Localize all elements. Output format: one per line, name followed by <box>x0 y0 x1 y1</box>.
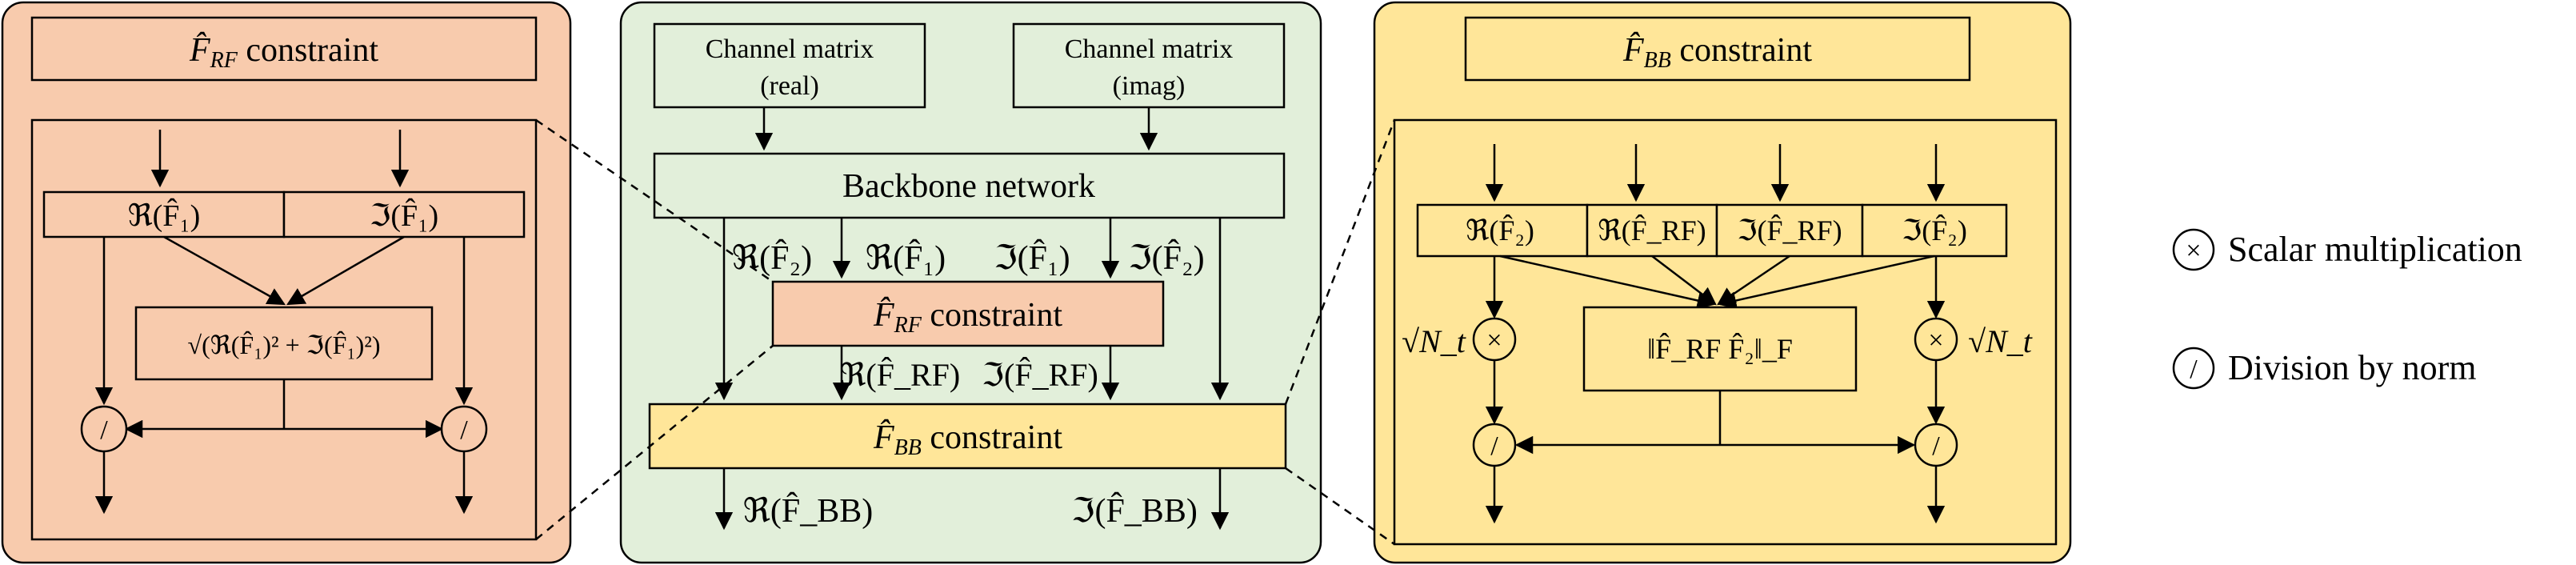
svg-text:×: × <box>1928 326 1943 355</box>
bb-input-1: ℜ(F̂_RF) <box>1598 214 1706 246</box>
channel-imag-sublabel: (imag) <box>1113 71 1186 101</box>
channel-real-label: Channel matrix <box>706 34 874 64</box>
bb-norm-expr: ‖F̂_RF F̂₂‖_F <box>1647 332 1793 365</box>
rf-norm-expr: √(ℜ(F̂₁)² + ℑ(F̂₁)²) <box>188 331 381 359</box>
bb-input-3: ℑ(F̂₂) <box>1902 214 1967 246</box>
final-im-out: ℑ(F̂_BB) <box>1071 491 1198 530</box>
svg-text:×: × <box>2186 236 2201 266</box>
bb-block-label: F̂BB constraint <box>873 419 1062 460</box>
rf-norm-box <box>134 306 434 381</box>
bb-div-right: / <box>1914 423 1958 467</box>
legend: × Scalar multiplication / Division by no… <box>2172 228 2522 390</box>
out-re-f1: ℜ(F̂₁) <box>866 238 946 277</box>
rf-out-im: ℑ(F̂_RF) <box>982 357 1098 393</box>
channel-imag-label: Channel matrix <box>1065 34 1234 64</box>
legend-mul-label: Scalar multiplication <box>2228 230 2522 269</box>
bb-panel-title-box <box>1464 16 1971 82</box>
svg-text:/: / <box>1932 431 1940 461</box>
out-im-f1: ℑ(F̂₁) <box>994 238 1070 277</box>
zoom-connectors <box>535 118 1396 546</box>
channel-real-sublabel: (real) <box>760 71 819 101</box>
bb-div-left: / <box>1472 423 1517 467</box>
bb-mul-right: × <box>1914 317 1958 362</box>
legend-div-label: Division by norm <box>2228 348 2476 387</box>
svg-text:/: / <box>100 415 108 445</box>
bb-sqrt-nt-right: √N_t <box>1968 323 2033 359</box>
rf-block-label: F̂RF constraint <box>873 296 1062 338</box>
svg-text:×: × <box>1486 326 1502 355</box>
rf-constraint-block <box>771 280 1165 347</box>
legend-mul-icon: × <box>2172 228 2215 271</box>
bb-constraint-block <box>648 403 1287 470</box>
bb-sqrt-nt-left: √N_t <box>1402 323 1466 359</box>
backbone-label: Backbone network <box>842 168 1095 205</box>
rf-panel-title: F̂RF constraint <box>189 31 378 73</box>
out-re-f2: ℜ(F̂₂) <box>732 238 812 277</box>
rf-im-input-label: ℑ(F̂₁) <box>370 198 438 233</box>
bb-panel-title: F̂BB constraint <box>1622 31 1812 73</box>
svg-text:/: / <box>1490 431 1498 461</box>
svg-text:/: / <box>2190 355 2198 384</box>
rf-div-right: / <box>440 405 488 453</box>
rf-re-input-label: ℜ(F̂₁) <box>128 198 201 233</box>
rf-div-left: / <box>80 405 128 453</box>
out-im-f2: ℑ(F̂₂) <box>1128 238 1204 277</box>
bb-input-0: ℜ(F̂₂) <box>1466 214 1534 246</box>
final-re-out: ℜ(F̂_BB) <box>743 491 874 530</box>
channel-real-box <box>653 22 926 109</box>
rf-constraint-panel: F̂RF constraint ℜ(F̂₁) ℑ(F̂₁) √(ℜ(F̂₁)² … <box>1 1 572 564</box>
rf-panel-title-box <box>30 16 538 82</box>
bb-norm-box <box>1582 306 1858 392</box>
channel-imag-box <box>1012 22 1286 109</box>
backbone-box <box>653 152 1286 219</box>
rf-out-re: ℜ(F̂_RF) <box>840 357 960 393</box>
svg-text:/: / <box>460 415 468 445</box>
bb-constraint-panel: F̂BB constraint ℜ(F̂₂) ℜ(F̂_RF) ℑ(F̂_RF)… <box>1373 1 2072 564</box>
rf-im-input-box <box>282 190 526 238</box>
main-network-panel: Channel matrix (real) Channel matrix (im… <box>619 1 1322 564</box>
bb-mul-left: × <box>1472 317 1517 362</box>
bb-input-2: ℑ(F̂_RF) <box>1737 214 1842 246</box>
legend-div-icon: / <box>2172 347 2215 390</box>
